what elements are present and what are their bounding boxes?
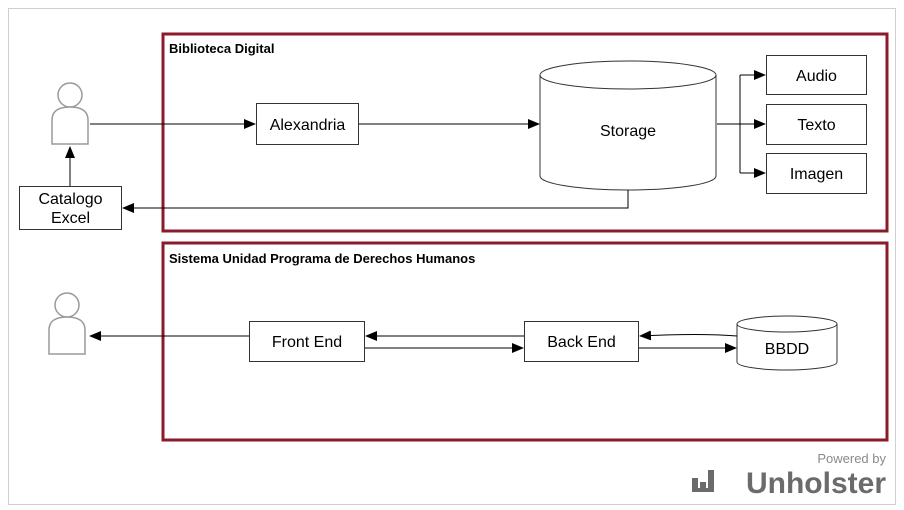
storage-label: Storage xyxy=(600,123,656,140)
powered-by-text: Powered by xyxy=(817,451,886,466)
group-sistema-border xyxy=(161,241,889,442)
texto-label: Texto xyxy=(797,117,835,134)
catalogo-excel-node: Catalogo Excel xyxy=(19,186,122,230)
imagen-node: Imagen xyxy=(766,153,867,194)
back-end-node: Back End xyxy=(524,321,639,362)
audio-label: Audio xyxy=(796,68,837,85)
user-icon xyxy=(48,292,86,355)
audio-node: Audio xyxy=(766,55,867,95)
user-icon xyxy=(51,82,89,145)
powered-by-branding: Powered by Unholster xyxy=(692,451,886,500)
texto-node: Texto xyxy=(766,104,867,145)
catalogo-label-line1: Catalogo xyxy=(38,191,102,208)
alexandria-label: Alexandria xyxy=(270,117,346,134)
imagen-label: Imagen xyxy=(790,166,843,183)
group-sistema-unidad: Sistema Unidad Programa de Derechos Huma… xyxy=(161,241,889,442)
page-frame xyxy=(8,8,896,505)
front-end-label: Front End xyxy=(272,334,342,351)
alexandria-node: Alexandria xyxy=(256,103,359,145)
back-end-label: Back End xyxy=(547,334,615,351)
front-end-node: Front End xyxy=(249,321,365,362)
storage-database-node: Storage xyxy=(539,60,717,191)
bbdd-database-node: BBDD xyxy=(736,315,838,371)
brand-name: Unholster xyxy=(746,467,886,500)
edge-bbdd-to-backend xyxy=(639,330,738,341)
group-biblioteca-border xyxy=(161,32,889,233)
catalogo-label-line2: Excel xyxy=(51,210,90,227)
group-sistema-title: Sistema Unidad Programa de Derechos Huma… xyxy=(169,251,475,266)
edge-storage-to-catalogo xyxy=(122,190,629,213)
unholster-logo-icon xyxy=(692,470,714,492)
edges xyxy=(65,70,766,353)
group-biblioteca-title: Biblioteca Digital xyxy=(169,41,274,56)
group-biblioteca-digital: Biblioteca Digital xyxy=(161,32,889,233)
bbdd-label: BBDD xyxy=(765,341,809,358)
